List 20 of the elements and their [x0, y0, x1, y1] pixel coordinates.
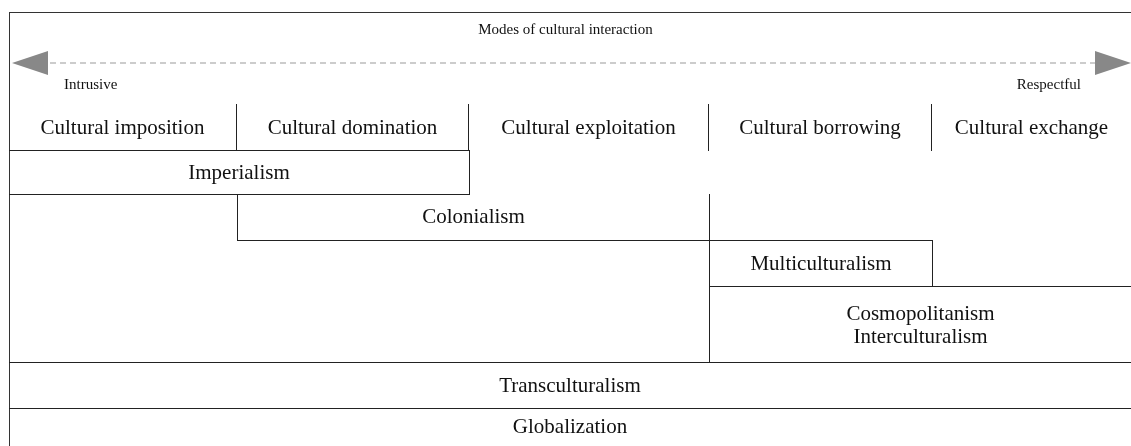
node-text: Cultural domination — [267, 115, 438, 140]
concept-band — [709, 286, 1131, 363]
diagram-title: Modes of cultural interaction — [477, 21, 654, 38]
node-text: Multiculturalism — [750, 252, 892, 276]
concept-band — [709, 240, 933, 287]
concept-band — [9, 362, 1131, 409]
node-text: Colonialism — [422, 205, 525, 229]
concept-band — [237, 194, 710, 241]
node-text: Transculturalism — [499, 373, 641, 398]
scale-end-label: Intrusive — [64, 76, 118, 93]
node-text: Interculturalism — [853, 325, 988, 349]
node-text: Imperialism — [188, 160, 290, 185]
node-text: Cultural borrowing — [739, 115, 901, 140]
concept-band — [9, 150, 470, 195]
node-text: Cosmopolitanism — [846, 301, 995, 325]
node-text: Cultural exploitation — [501, 115, 676, 140]
node-text: Cultural exchange — [954, 115, 1109, 140]
scale-end-label: Respectful — [1016, 76, 1081, 93]
node-text: Globalization — [512, 415, 628, 439]
node-text: Cultural imposition — [40, 115, 205, 140]
